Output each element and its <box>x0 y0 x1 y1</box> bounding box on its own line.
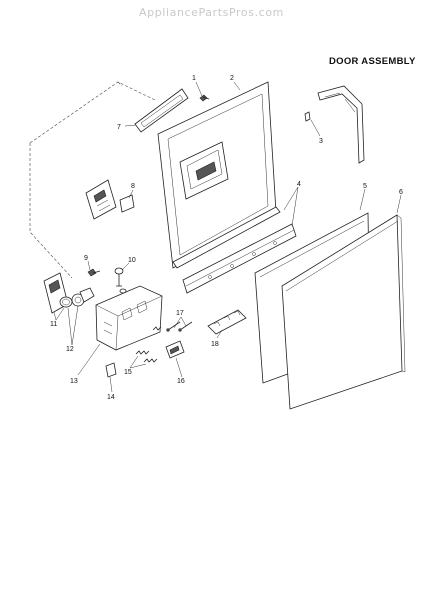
callout-2: 2 <box>230 75 234 82</box>
callout-16: 16 <box>177 378 185 385</box>
part-4-lower-trim-strip <box>182 223 297 294</box>
callout-5: 5 <box>363 183 367 190</box>
callout-8: 8 <box>131 183 135 190</box>
callout-1: 1 <box>192 75 196 82</box>
callout-9: 9 <box>84 255 88 262</box>
part-12-seal-rings <box>59 287 95 308</box>
part-9-fastener <box>87 268 101 277</box>
callout-17: 17 <box>176 310 184 317</box>
part-14-clip <box>105 362 117 378</box>
callout-10: 10 <box>128 257 136 264</box>
callout-4: 4 <box>297 181 301 188</box>
callout-12: 12 <box>66 346 74 353</box>
part-7-gasket-frame <box>134 88 189 133</box>
callout-11: 11 <box>50 321 57 328</box>
dashed-reference-outline <box>29 81 156 279</box>
part-10-bushing <box>114 267 127 294</box>
callout-13: 13 <box>70 378 78 385</box>
watermark: AppliancePartsPros.com <box>139 6 284 19</box>
callout-18: 18 <box>211 341 219 348</box>
leader-lines <box>53 81 402 393</box>
diagram-title: DOOR ASSEMBLY <box>329 56 416 67</box>
part-13-control-housing <box>95 285 163 351</box>
part-1-screw <box>199 94 210 102</box>
callout-6: 6 <box>399 189 403 196</box>
part-18-latch <box>207 309 247 335</box>
part-6-outer-door-panel <box>281 214 406 410</box>
callout-15: 15 <box>124 369 132 376</box>
part-3-vent-bracket <box>304 85 365 164</box>
part-8-latch-plate <box>85 179 135 220</box>
callout-7: 7 <box>117 124 121 131</box>
callout-3: 3 <box>319 138 323 145</box>
part-2-inner-door-panel <box>157 81 281 269</box>
callout-14: 14 <box>107 394 115 401</box>
part-16-actuator-block <box>165 340 185 359</box>
part-17-pins <box>166 321 193 332</box>
part-15-springs <box>135 326 162 363</box>
